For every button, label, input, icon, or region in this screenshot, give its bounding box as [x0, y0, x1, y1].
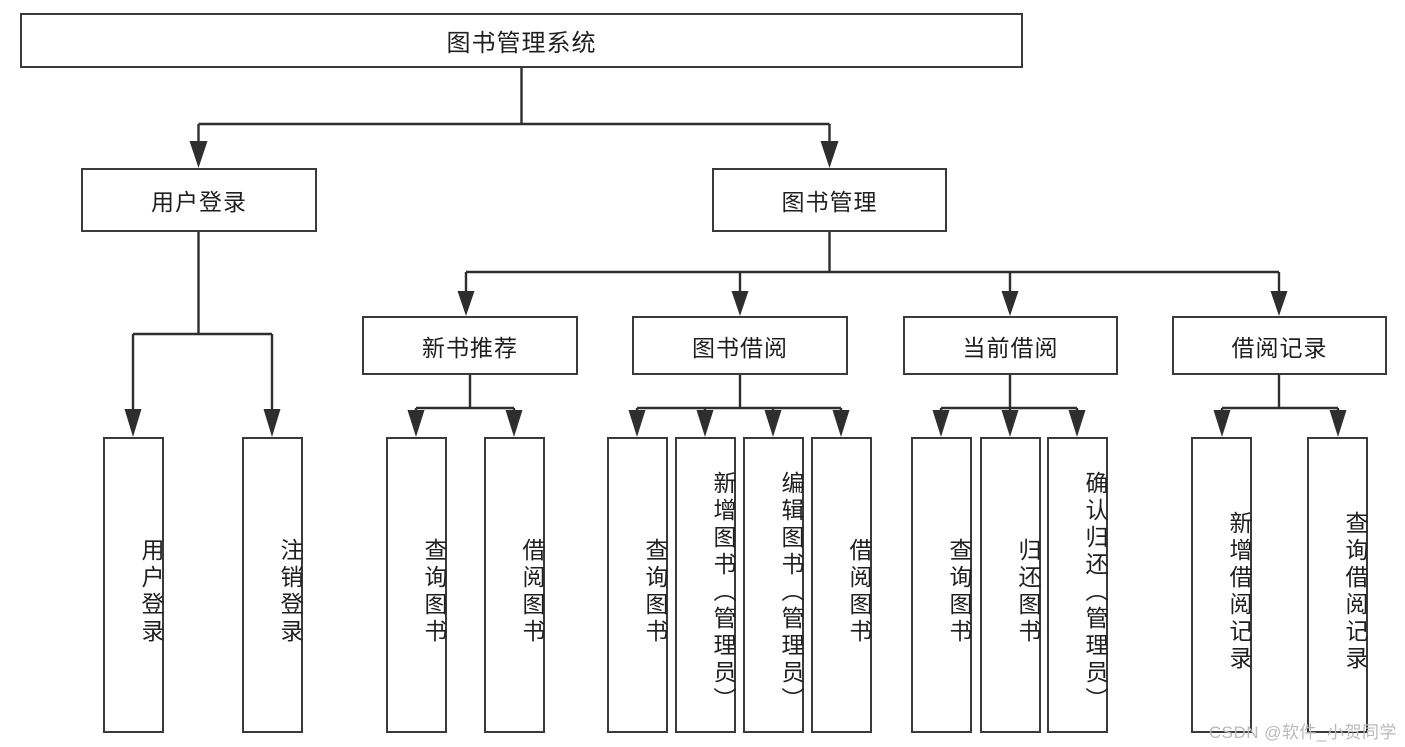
arrowhead-current-borrow — [1001, 291, 1019, 316]
arrowhead-new-book-rec — [457, 291, 475, 316]
node-leaf-user-login[interactable]: 用户登录 — [103, 437, 164, 733]
leaf-label: 编辑图书（管理员） — [778, 470, 804, 714]
arrowhead-leaf-query-book-3 — [932, 410, 950, 437]
node-leaf-borrow-book-2[interactable]: 借阅图书 — [811, 437, 872, 733]
arrowhead-leaf-user-login — [124, 409, 142, 437]
node-borrow-record[interactable]: 借阅记录 — [1172, 316, 1387, 375]
arrowhead-leaf-edit-book — [764, 410, 782, 437]
leaf-label: 查询借阅记录 — [1342, 511, 1368, 673]
node-leaf-borrow-book-1[interactable]: 借阅图书 — [484, 437, 545, 733]
node-new-book-rec[interactable]: 新书推荐 — [362, 316, 578, 375]
leaf-label: 借阅图书 — [846, 538, 872, 646]
arrowhead-leaf-add-book — [696, 410, 714, 437]
arrowhead-leaf-query-book-2 — [628, 410, 646, 437]
arrowhead-leaf-borrow-book-1 — [505, 410, 523, 437]
node-book-borrow[interactable]: 图书借阅 — [632, 316, 848, 375]
arrowhead-leaf-query-record — [1329, 410, 1347, 437]
leaf-label: 新增图书（管理员） — [710, 470, 736, 714]
node-user-login[interactable]: 用户登录 — [81, 168, 317, 232]
node-leaf-query-book-3[interactable]: 查询图书 — [911, 437, 972, 733]
node-leaf-add-book[interactable]: 新增图书（管理员） — [675, 437, 736, 733]
leaf-label: 借阅图书 — [519, 538, 545, 646]
arrowhead-leaf-add-record — [1213, 410, 1231, 437]
arrowhead-book-manage — [820, 141, 839, 168]
arrowhead-leaf-borrow-book-2 — [832, 410, 850, 437]
node-current-borrow[interactable]: 当前借阅 — [903, 316, 1118, 375]
leaf-label: 查询图书 — [642, 538, 668, 646]
arrowhead-borrow-record — [1270, 291, 1288, 316]
node-leaf-return-book[interactable]: 归还图书 — [980, 437, 1041, 733]
node-leaf-edit-book[interactable]: 编辑图书（管理员） — [743, 437, 804, 733]
arrowhead-book-borrow — [731, 291, 749, 316]
node-leaf-query-book-1[interactable]: 查询图书 — [386, 437, 447, 733]
arrowhead-leaf-return-book — [1001, 410, 1019, 437]
arrowhead-leaf-query-book-1 — [407, 410, 425, 437]
node-root-system[interactable]: 图书管理系统 — [20, 13, 1023, 68]
leaf-label: 确认归还（管理员） — [1082, 470, 1108, 714]
node-leaf-query-book-2[interactable]: 查询图书 — [607, 437, 668, 733]
node-book-manage[interactable]: 图书管理 — [712, 168, 947, 232]
leaf-label: 用户登录 — [138, 538, 164, 646]
node-leaf-query-record[interactable]: 查询借阅记录 — [1307, 437, 1368, 733]
watermark-text: CSDN @软件_小贺同学 — [1208, 723, 1397, 742]
leaf-label: 归还图书 — [1015, 538, 1041, 646]
node-leaf-add-record[interactable]: 新增借阅记录 — [1191, 437, 1252, 733]
arrowhead-leaf-logout — [263, 409, 281, 437]
arrowhead-user-login — [189, 141, 208, 168]
arrowhead-leaf-confirm-return — [1068, 410, 1086, 437]
node-leaf-logout[interactable]: 注销登录 — [242, 437, 303, 733]
node-leaf-confirm-return[interactable]: 确认归还（管理员） — [1047, 437, 1108, 733]
leaf-label: 查询图书 — [421, 538, 447, 646]
leaf-label: 注销登录 — [277, 538, 303, 646]
leaf-label: 新增借阅记录 — [1226, 511, 1252, 673]
leaf-label: 查询图书 — [946, 538, 972, 646]
